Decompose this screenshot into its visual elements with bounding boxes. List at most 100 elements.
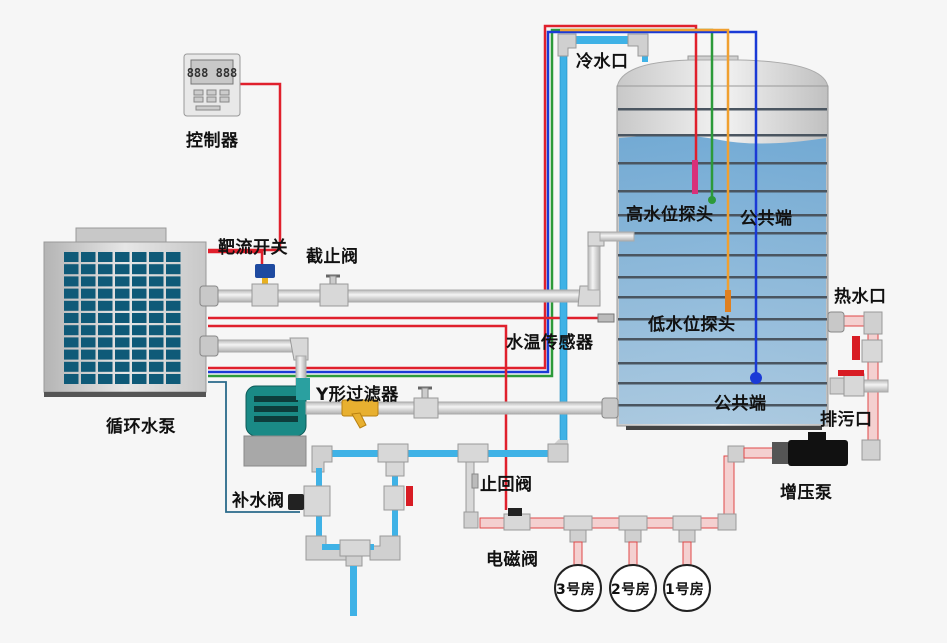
heat-pump-grid-cell xyxy=(149,349,164,360)
room-tee-stem xyxy=(624,529,642,543)
common-end-dot xyxy=(750,372,762,384)
heat-pump-grid-cell xyxy=(115,276,130,287)
controller-device[interactable]: 888 888 xyxy=(183,53,241,117)
heat-pump-grid-cell xyxy=(81,313,96,323)
heat-pump-grid-cell xyxy=(149,276,164,287)
label-high-level-probe: 高水位探头 xyxy=(626,205,714,225)
wire-low-probe-orange xyxy=(560,28,730,300)
room-tee-stem xyxy=(569,529,587,543)
tank-band xyxy=(618,404,827,407)
heat-pump-grid-cell xyxy=(149,361,164,372)
room-circle[interactable] xyxy=(554,564,602,612)
label-controller: 控制器 xyxy=(186,131,239,151)
heat-pump-grid-cell xyxy=(132,264,147,275)
room-tee-stem xyxy=(678,529,696,543)
heat-pump-grid-cell xyxy=(149,313,164,323)
pump-feed-pipe xyxy=(199,335,309,387)
label-stop-valve: 截止阀 xyxy=(306,247,359,267)
heat-pump-grid-cell xyxy=(132,252,147,262)
heat-pump-grid-cell xyxy=(64,374,79,384)
room-branches xyxy=(554,515,711,612)
tank-band xyxy=(618,254,827,257)
tank-bands xyxy=(618,108,827,407)
check-valve[interactable] xyxy=(465,461,479,515)
makeup-valve[interactable] xyxy=(288,485,331,517)
heat-pump-grid-cell xyxy=(64,276,79,287)
label-check-valve: 止回阀 xyxy=(480,475,533,495)
heat-pump-grid-cell xyxy=(64,325,79,336)
heat-pump-grid-cell xyxy=(149,288,164,299)
label-target-flow-switch: 靶流开关 xyxy=(218,238,288,258)
heat-pump-grid-cell xyxy=(64,252,79,262)
tank-band xyxy=(618,382,827,385)
heat-pump-grid-cell xyxy=(115,288,130,299)
heat-pump-grid-cell xyxy=(64,337,79,348)
solenoid-valve[interactable] xyxy=(503,508,531,531)
heat-pump-grid-cell xyxy=(115,264,130,275)
heat-pump-grid-cell xyxy=(64,288,79,299)
water-tank xyxy=(616,55,829,430)
heat-pump-grid-cell xyxy=(166,374,181,384)
heat-pump-grid-cell xyxy=(98,361,113,372)
room-label: 2号房 xyxy=(611,582,651,598)
heat-pump-grid-cell xyxy=(115,313,130,323)
heat-pump-grid-cell xyxy=(98,313,113,323)
label-y-filter: Y形过滤器 xyxy=(316,385,399,405)
tank-band xyxy=(618,108,827,111)
tank-dome xyxy=(616,59,829,89)
heat-pump-grid-cell xyxy=(64,264,79,275)
tank-band xyxy=(618,134,827,137)
tank-band xyxy=(618,362,827,365)
outlet-stop-valve[interactable] xyxy=(413,386,439,419)
stop-valve[interactable] xyxy=(319,274,349,307)
heat-pump-grid-cell xyxy=(166,349,181,360)
heat-pump-grid-cell xyxy=(115,325,130,336)
room-circle[interactable] xyxy=(663,564,711,612)
low-probe-marker xyxy=(725,290,731,312)
heat-pump-grid-cell xyxy=(64,361,79,372)
booster-pump xyxy=(772,432,848,466)
heat-pump-grid-cell xyxy=(81,374,96,384)
heat-pump-grid-cell xyxy=(81,288,96,299)
heat-pump-grid-cell xyxy=(81,300,96,311)
heat-pump-grid-cell xyxy=(98,252,113,262)
label-makeup-valve: 补水阀 xyxy=(232,491,285,511)
room-tee xyxy=(563,515,593,531)
label-hot-water-outlet: 热水口 xyxy=(834,287,887,307)
heat-pump-grid-cell xyxy=(149,264,164,275)
target-flow-switch[interactable] xyxy=(251,264,279,307)
water-temp-sensor xyxy=(597,313,615,323)
room-circle[interactable] xyxy=(609,564,657,612)
heat-pump-grid-cell xyxy=(64,300,79,311)
heat-pump-unit xyxy=(43,227,207,397)
heat-pump-grid-cell xyxy=(132,325,147,336)
heat-pump-grid-cell xyxy=(166,325,181,336)
controller-display: 888 888 xyxy=(187,66,238,80)
label-low-level-probe: 低水位探头 xyxy=(648,315,736,335)
heat-pump-grid-cell xyxy=(115,252,130,262)
wire-makeup-valve xyxy=(208,381,300,513)
tank-base xyxy=(626,426,822,430)
heat-pump-grid-cell xyxy=(166,264,181,275)
heat-pump-grid-cell xyxy=(166,288,181,299)
heat-pump-grid-cell xyxy=(166,252,181,262)
signal-wires xyxy=(208,24,758,513)
heat-pump-grid-cell xyxy=(115,300,130,311)
heat-pump-grid-cell xyxy=(132,349,147,360)
label-water-temp-sensor: 水温传感器 xyxy=(506,333,594,353)
wire-flow-switch xyxy=(208,250,264,264)
drain-valve-handle[interactable] xyxy=(838,370,864,376)
heat-pump-grid-cell xyxy=(166,337,181,348)
heat-pump-grid-cell xyxy=(132,313,147,323)
y-filter xyxy=(341,399,379,429)
hot-return-pipe xyxy=(199,231,635,307)
heat-pump-grid-cell xyxy=(81,325,96,336)
heat-pump-grid-cell xyxy=(115,361,130,372)
heat-pump-grid-cell xyxy=(115,374,130,384)
heat-pump-grid xyxy=(64,252,181,384)
tank-band xyxy=(618,190,827,193)
tank-band xyxy=(618,214,827,217)
hot-outlet-valve-handle[interactable] xyxy=(852,336,860,360)
